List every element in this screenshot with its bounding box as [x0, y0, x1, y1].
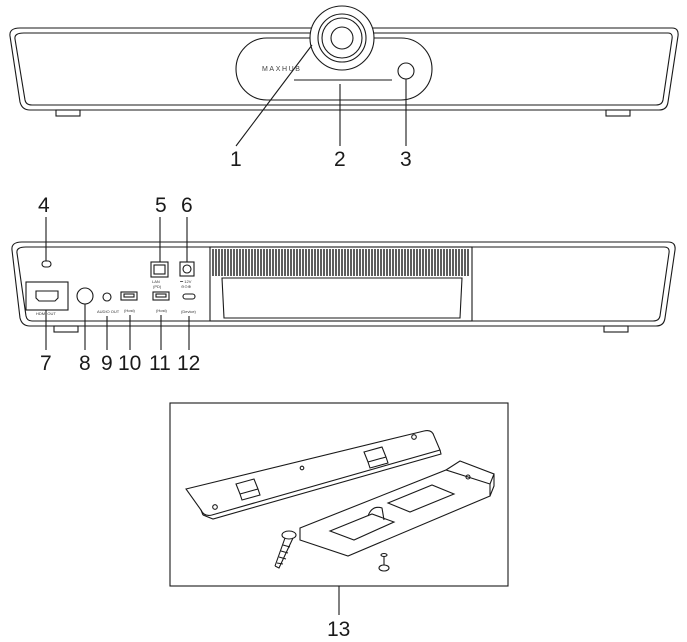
bracket-cutout-1: [328, 513, 396, 541]
plate-slot-left: [235, 478, 261, 501]
callout-13: 13: [327, 618, 350, 641]
bolt-head: [378, 564, 390, 572]
callout-1: 1: [230, 148, 242, 171]
lan-port-inner: [153, 264, 166, 275]
wall-plate-edge: [200, 449, 442, 520]
usb-a-port-2: [152, 291, 170, 301]
dc-symbol-1: ⎓ 12V: [180, 279, 192, 284]
usb-c-port-label: (Device): [181, 309, 197, 314]
callout-11: 11: [149, 352, 171, 375]
callout-5: 5: [155, 194, 167, 217]
camera-lens-glass: [330, 26, 354, 50]
rear-foot-right: [603, 325, 629, 333]
small-bolt: [378, 552, 390, 572]
callout-9: 9: [101, 352, 113, 375]
front-foot-right: [605, 109, 631, 117]
callout-4: 4: [38, 194, 50, 217]
mount-kit-frame: [169, 402, 509, 587]
rear-bar-body: [11, 241, 676, 327]
usb-a-port-1-label: (Host): [124, 308, 136, 313]
plate-hole-1: [212, 504, 218, 510]
wood-screw: [274, 530, 297, 569]
audio-out-label: AUDIO OUT: [97, 309, 120, 314]
callout-3: 3: [400, 148, 412, 171]
usb-a-port-2-inner: [155, 293, 167, 298]
dc-symbol-2: ⊖⊙⊕: [181, 284, 191, 289]
bracket-base: [299, 469, 491, 557]
rear-foot-left: [53, 325, 79, 333]
screw-shank: [274, 537, 294, 569]
lan-sub-label: (PD): [153, 284, 162, 289]
camera-lens-ring-inner: [321, 17, 363, 59]
plate-slot-right: [363, 446, 389, 469]
camera-lens-housing: [309, 5, 375, 71]
rear-view: 4 5 6 LAN (PD) ⎓ 12V ⊖⊙⊕ HDMI OUT: [11, 194, 676, 375]
dc-in-port: [179, 261, 195, 277]
front-bar-body: [9, 27, 679, 111]
bracket-hole: [465, 474, 471, 480]
hdmi-out-highlight: [25, 281, 69, 311]
screw-head: [281, 530, 297, 540]
screw-thread: [276, 544, 291, 565]
kensington-lock-slot: [41, 260, 52, 268]
callout-12: 12: [177, 352, 200, 375]
rear-bar-inner-edge: [16, 246, 670, 322]
bracket-tab: [367, 506, 385, 521]
bracket-cutout-2: [386, 484, 456, 513]
audio-out-jack: [102, 292, 112, 302]
brand-label: MAXHUB: [262, 66, 302, 73]
dc-in-hole: [182, 264, 192, 274]
reset-button: [76, 287, 94, 305]
bracket-wall: [445, 460, 495, 497]
plate-hole-3: [411, 434, 417, 440]
mount-kit: 13: [169, 402, 509, 641]
callout-2: 2: [334, 148, 346, 171]
hdmi-out-port: [35, 290, 59, 302]
callout-6: 6: [181, 194, 193, 217]
usb-a-port-1: [120, 291, 138, 301]
wall-plate: [185, 430, 441, 516]
front-foot-left: [55, 109, 81, 117]
camera-lens-ring: [317, 13, 367, 63]
front-bar-inner-edge: [14, 32, 673, 106]
light-sensor: [397, 62, 415, 80]
bolt-top: [380, 552, 388, 558]
grille-inner-cavity: [221, 277, 463, 319]
usb-a-port-1-inner: [123, 293, 135, 298]
usb-a-port-2-label: (Host): [156, 308, 168, 313]
callout-10: 10: [118, 352, 141, 375]
plate-hole-2: [299, 465, 305, 471]
callout-8: 8: [79, 352, 91, 375]
callout-7: 7: [40, 352, 52, 375]
speaker-grille: [212, 249, 469, 276]
speaker-grille-frame: [209, 246, 473, 322]
lan-label: LAN: [152, 279, 160, 284]
usb-c-port: [182, 293, 196, 300]
leader-1: [235, 44, 313, 147]
front-view: MAXHUB 1 2 3: [9, 5, 679, 171]
